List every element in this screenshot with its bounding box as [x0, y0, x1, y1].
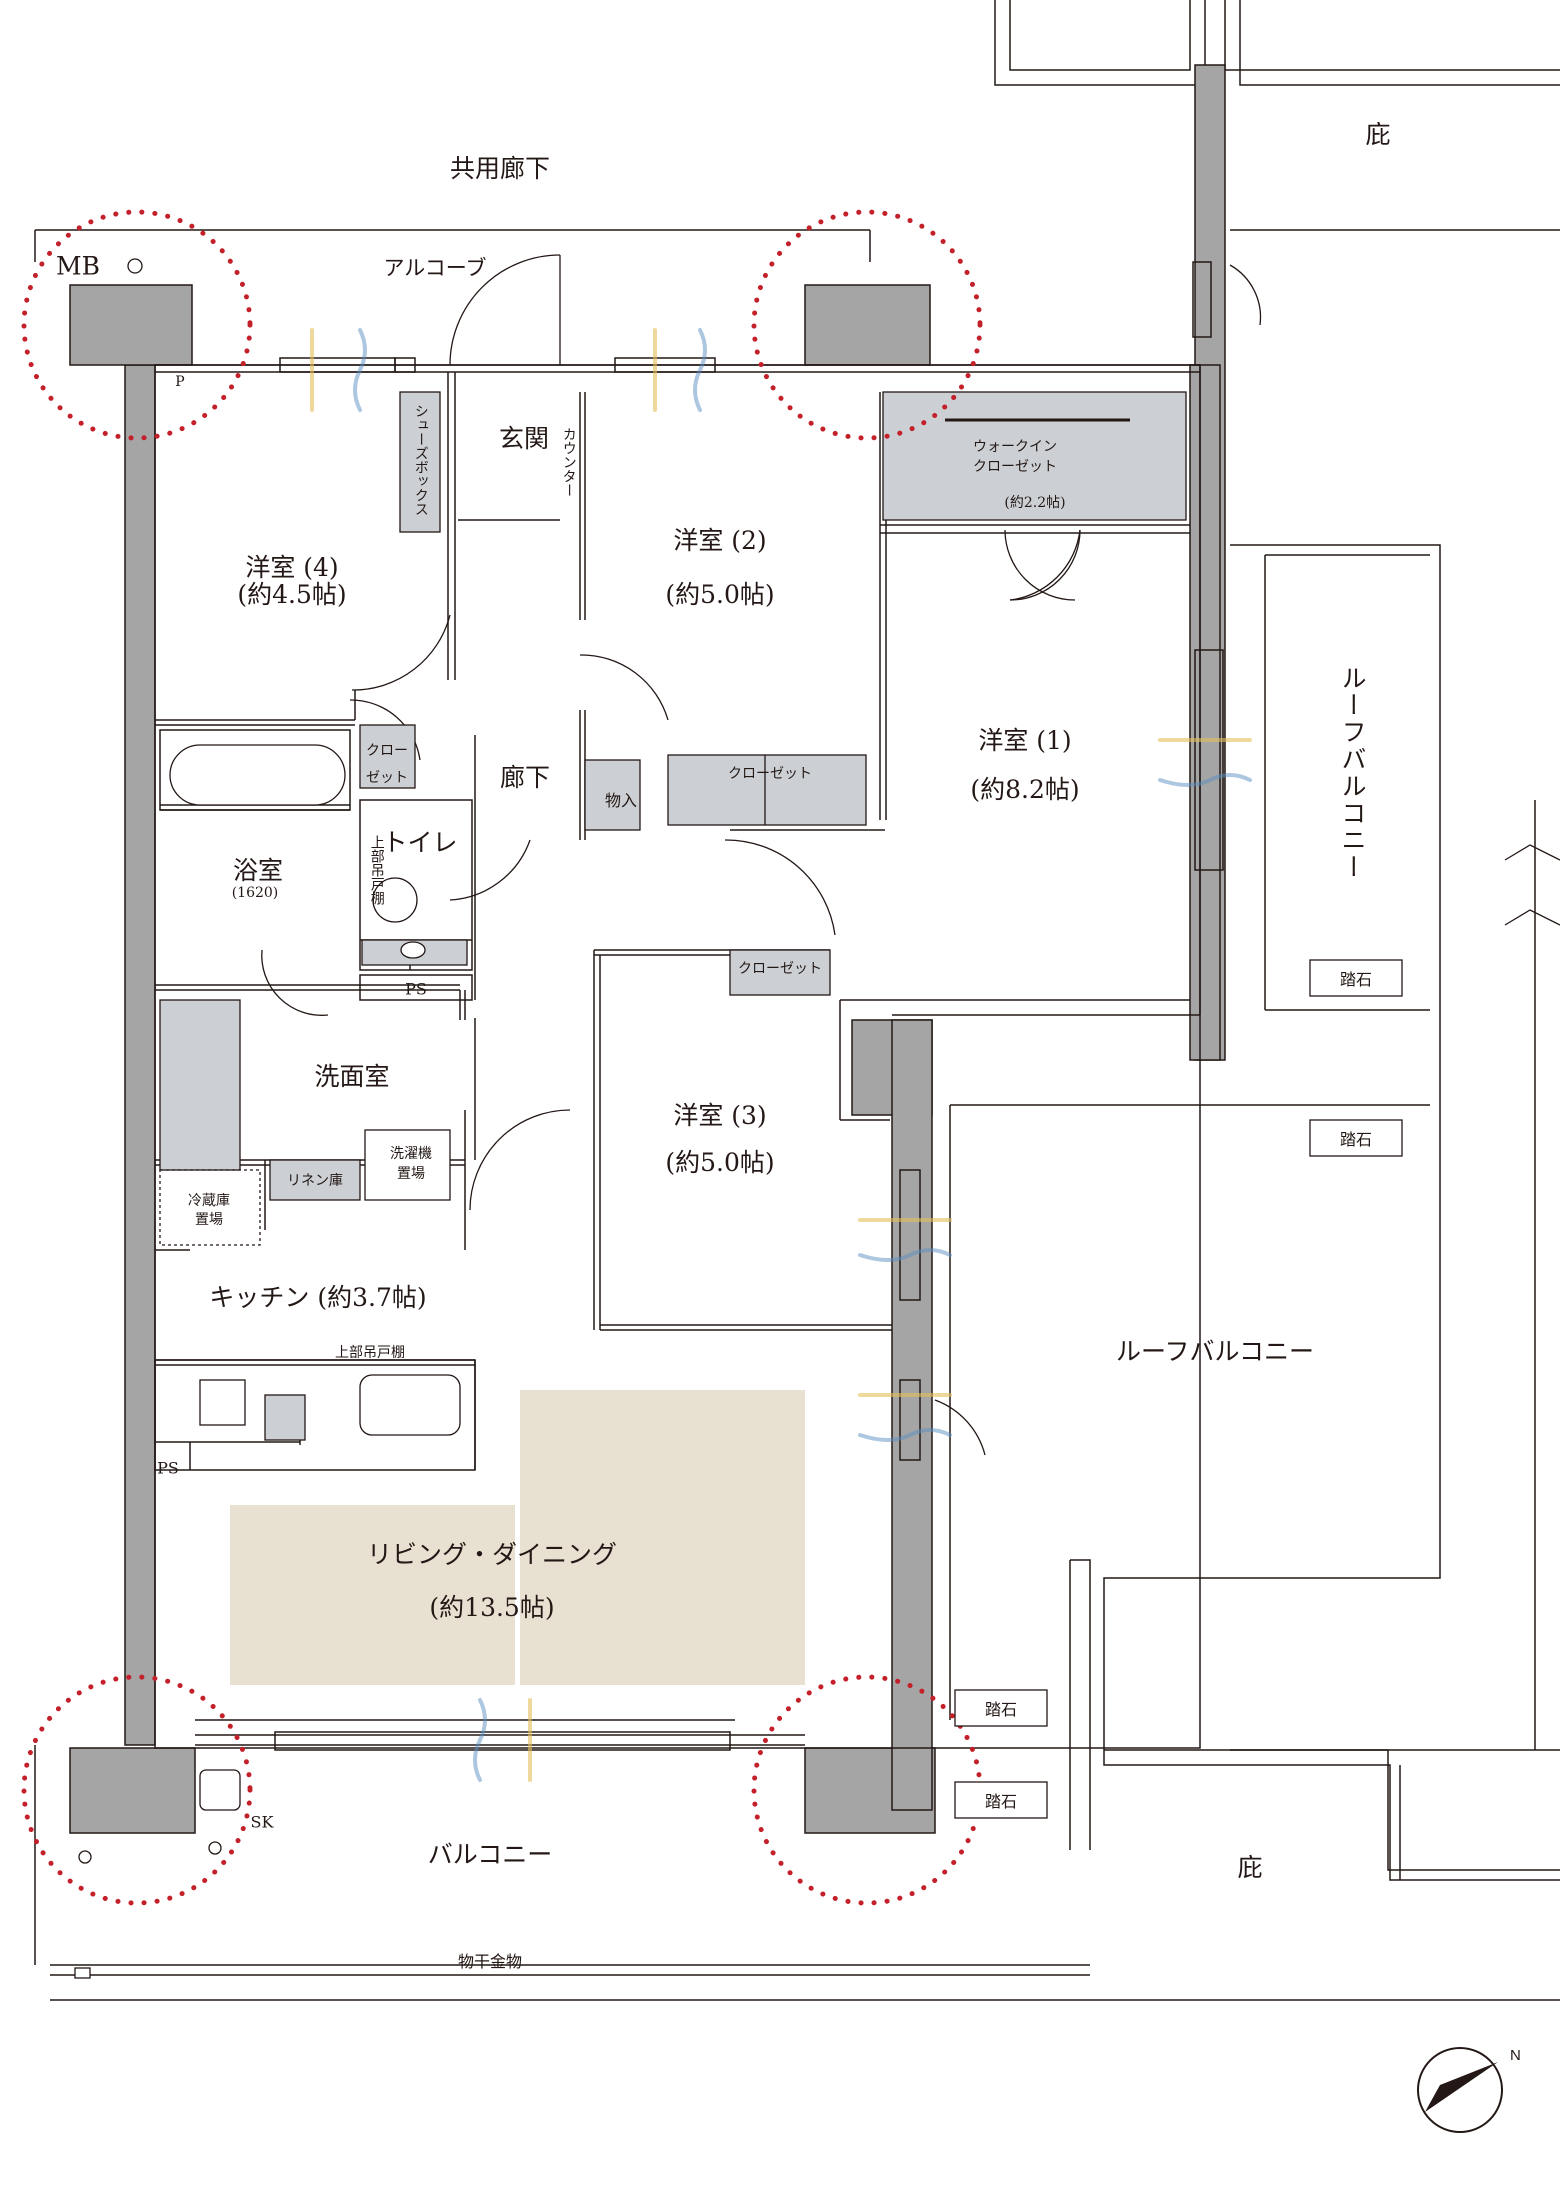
label-washer-line2: 置場 — [397, 1166, 425, 1182]
label-stepping-stone: 踏石 — [984, 1700, 1018, 1719]
label-ps-toilet: PS — [405, 979, 427, 999]
room-1-size: (約8.2帖) — [970, 775, 1080, 805]
label-walkin-line1: ウォークイン — [973, 439, 1057, 455]
label-hallway: 廊下 — [499, 763, 551, 792]
label-drying-hardware: 物干金物 — [457, 1952, 523, 1971]
label-washroom: 洗面室 — [314, 1062, 390, 1091]
label-closet-room2: クローゼット — [728, 766, 812, 782]
label-fridge-line2: 置場 — [195, 1212, 223, 1228]
label-counter: カウンター — [560, 427, 577, 497]
living-floor — [230, 1390, 805, 1685]
room-4-size: (約4.5帖) — [237, 580, 347, 610]
svg-text:N: N — [1510, 2047, 1521, 2064]
partitions — [154, 364, 1201, 1749]
site-lines — [34, 0, 1560, 2001]
fixtures — [159, 391, 1187, 1441]
room-3-size: (約5.0帖) — [665, 1148, 775, 1178]
label-stepping-stone: 踏石 — [1339, 970, 1373, 989]
label-fridge-line1: 冷蔵庫 — [188, 1193, 230, 1209]
label-balcony: バルコニー — [427, 1840, 553, 1869]
room-2-size: (約5.0帖) — [665, 580, 775, 610]
label-living-size: (約13.5帖) — [429, 1593, 555, 1622]
label-alcove: アルコーブ — [383, 256, 487, 280]
room-2-name: 洋室 (2) — [673, 526, 767, 556]
room-1-name: 洋室 (1) — [978, 726, 1072, 756]
label-shoe-box: シューズボックス — [412, 404, 429, 516]
label-p: P — [175, 374, 185, 390]
label-closet-small-line1: クロー — [366, 743, 408, 759]
label-roof-balcony: ルーフバルコニー — [1115, 1337, 1315, 1366]
label-ps-kitchen: PS — [157, 1458, 179, 1478]
label-walkin-size: (約2.2帖) — [1004, 495, 1066, 511]
label-stepping-stone: 踏石 — [1339, 1130, 1373, 1149]
label-eaves-bottom: 庇 — [1237, 1853, 1263, 1882]
label-mb: MB — [56, 251, 100, 281]
label-storage: 物入 — [604, 791, 638, 810]
room-3-name: 洋室 (3) — [673, 1101, 767, 1131]
airflow-markers — [310, 328, 1252, 1782]
stepping-stone-boxes — [954, 959, 1403, 1819]
label-washer-line1: 洗濯機 — [390, 1146, 432, 1162]
label-kitchen-upper-shelf: 上部吊戸棚 — [335, 1345, 405, 1361]
room-4-name: 洋室 (4) — [245, 553, 339, 583]
small-details — [74, 258, 241, 1979]
label-kitchen: キッチン (約3.7帖) — [209, 1283, 427, 1312]
label-common-corridor: 共用廊下 — [449, 154, 551, 183]
north-arrow-icon: N — [1417, 2047, 1521, 2133]
label-roof-balcony-vertical: ルーフバルコニー — [1338, 665, 1367, 881]
label-living: リビング・ダイニング — [366, 1540, 618, 1569]
label-closet-small-line2: ゼット — [366, 770, 408, 786]
label-eaves-top: 庇 — [1365, 120, 1391, 149]
label-stepping-stone: 踏石 — [984, 1792, 1018, 1811]
label-closet-room3: クローゼット — [738, 961, 822, 977]
label-entrance: 玄関 — [498, 424, 550, 453]
label-bath-size: (1620) — [231, 885, 279, 901]
label-linen: リネン庫 — [287, 1173, 343, 1189]
roof-triangles — [1504, 844, 1560, 926]
label-toilet: トイレ — [382, 828, 458, 857]
label-walkin-line2: クローゼット — [973, 459, 1057, 475]
label-bath: 浴室 — [232, 856, 284, 885]
label-toilet-upper-shelf: 上部吊戸棚 — [368, 835, 385, 905]
label-sk: SK — [250, 1812, 274, 1832]
door-swings — [261, 254, 1262, 1456]
